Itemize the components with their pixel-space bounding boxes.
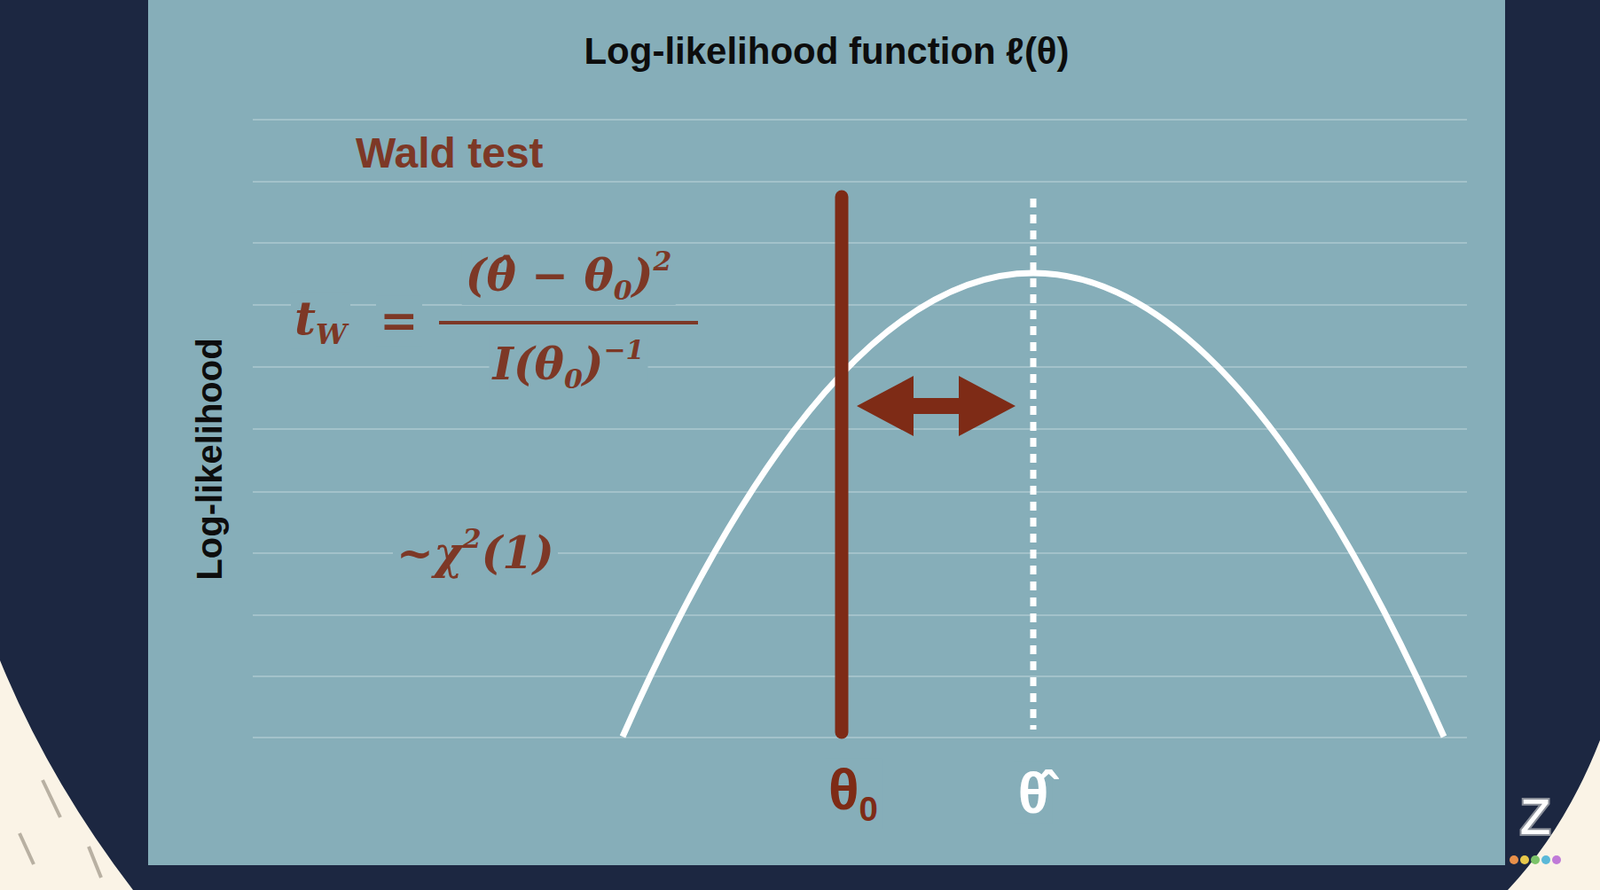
- subscript-text: 0: [613, 274, 633, 306]
- label-text: Wald test: [355, 129, 544, 177]
- fraction-bar: [439, 321, 699, 325]
- corner-stroke: [88, 847, 102, 879]
- mle-line: [1030, 198, 1037, 730]
- corner-stroke: [42, 780, 61, 818]
- statistic-symbol: tW: [290, 292, 351, 350]
- label-text: (1): [481, 526, 555, 580]
- equals-sign: =: [376, 295, 423, 346]
- distance-arrow: [856, 376, 1016, 437]
- logo-letter: Z: [1515, 788, 1556, 848]
- label-text: (θ̂ − θ: [465, 249, 614, 302]
- label-text: θ̂: [1018, 761, 1050, 826]
- label-text: θ: [828, 758, 860, 823]
- label-text: ~χ: [396, 526, 463, 580]
- corner-stroke: [19, 833, 34, 865]
- mle-label: θ̂: [1014, 762, 1053, 825]
- subscript-text: W: [315, 318, 347, 351]
- formula-denominator: I(θ0)−1: [489, 335, 649, 394]
- corner-decoration: [1507, 740, 1600, 890]
- superscript-text: 2: [652, 245, 672, 277]
- label-text: ): [632, 249, 654, 302]
- formula-numerator: (θ̂ − θ0)2: [462, 246, 676, 306]
- label-text: ): [582, 337, 604, 391]
- test-name: Wald test: [352, 130, 548, 178]
- corner-decoration: [0, 660, 134, 890]
- slide-panel: [148, 0, 1506, 866]
- subscript-text: 0: [859, 790, 879, 829]
- axis-label: Log-likelihood: [189, 334, 229, 584]
- label-text: Log-likelihood: [189, 337, 229, 581]
- superscript-text: −1: [603, 334, 644, 366]
- subscript-text: 0: [564, 363, 583, 395]
- label-text: Z: [1519, 787, 1553, 848]
- grid-lines: [252, 119, 1467, 738]
- logo-dots: [1509, 855, 1561, 865]
- null-value-line: [835, 196, 849, 733]
- slide-title: Log-likelihood function ℓ(θ): [583, 30, 1069, 73]
- null-value-label: θ0: [824, 759, 882, 830]
- label-text: =: [379, 293, 419, 348]
- label-text: t: [294, 290, 316, 346]
- superscript-text: 2: [462, 523, 482, 555]
- label-text: I(θ: [493, 337, 565, 391]
- distribution-label: ~χ2(1): [392, 524, 558, 578]
